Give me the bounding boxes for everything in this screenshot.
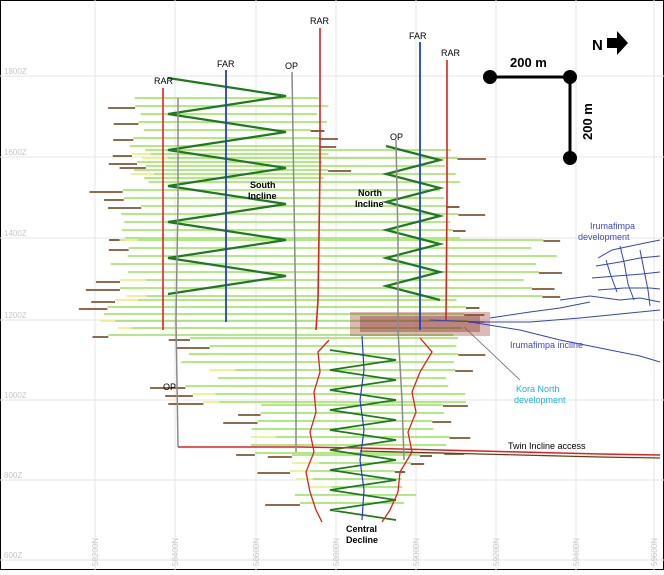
op-label-3: OP [163, 382, 176, 392]
central-decline-outline-left [305, 339, 330, 523]
op-label-2: OP [390, 132, 403, 142]
irumafimpa-development-network [429, 239, 661, 363]
scale-vertical-label: 200 m [580, 103, 595, 140]
scale-bar: 200 m 200 m [483, 55, 595, 165]
diagram-labels: RAR RAR RAR FAR FAR OP OP OP South Incli… [154, 16, 635, 545]
northing-tick-label: 58200N [91, 538, 100, 566]
ramp-zigzag [381, 144, 445, 302]
north-incline-label-2: Incline [355, 199, 384, 209]
kora-north-label-2: development [514, 395, 566, 405]
northing-tick-label: 58800N [332, 538, 341, 566]
scale-horizontal-label: 200 m [510, 55, 547, 70]
far-label-1: FAR [217, 59, 235, 69]
north-incline-label-1: North [358, 188, 382, 198]
arrow-right-icon [607, 31, 628, 55]
irumafimpa-development-label-1: Irumafimpa [590, 221, 635, 231]
central-decline-outline-right [381, 337, 433, 523]
central-decline-label-1: Central [346, 524, 377, 534]
rar-label-1: RAR [310, 16, 330, 26]
south-incline-label-1: South [250, 180, 276, 190]
twin-incline-access-label: Twin Incline access [508, 441, 586, 451]
elevation-tick-label: 1600Z [4, 148, 27, 157]
op-label-1: OP [285, 61, 298, 71]
ramp-zigzag [167, 76, 287, 296]
kora-north-label-1: Kora North [516, 384, 560, 394]
irumafimpa-incline-label: Irumafimpa incline [510, 340, 583, 350]
northing-tick-label: 59400N [572, 538, 581, 566]
kora-north-leader-line [463, 326, 521, 381]
elevation-tick-label: 600Z [4, 551, 22, 560]
northing-tick-label: 58400N [171, 538, 180, 566]
elevation-tick-label: 1200Z [4, 311, 27, 320]
elevation-tick-label: 1400Z [4, 229, 27, 238]
elevation-tick-label: 1800Z [4, 67, 27, 76]
twin-incline-access [178, 446, 661, 459]
northing-tick-label: 59200N [492, 538, 501, 566]
central-decline-label-2: Decline [346, 535, 378, 545]
elevation-tick-label: 800Z [4, 471, 22, 480]
rar-label-2: RAR [154, 76, 174, 86]
rar-shafts [162, 28, 448, 331]
far-label-2: FAR [409, 31, 427, 41]
northing-tick-label: 59000N [412, 538, 421, 566]
central-decline-blue-line [359, 335, 365, 521]
rar-label-3: RAR [441, 48, 461, 58]
far-shafts [225, 42, 421, 330]
irumafimpa-development-label-2: development [578, 232, 630, 242]
northing-tick-label: 58600N [252, 538, 261, 566]
north-letter: N [592, 37, 603, 54]
south-incline-label-2: Incline [248, 191, 277, 201]
north-arrow: N [592, 31, 628, 55]
elevation-tick-label: 1000Z [4, 391, 27, 400]
northing-tick-label: 59600N [650, 538, 659, 566]
op-shafts [175, 71, 405, 461]
